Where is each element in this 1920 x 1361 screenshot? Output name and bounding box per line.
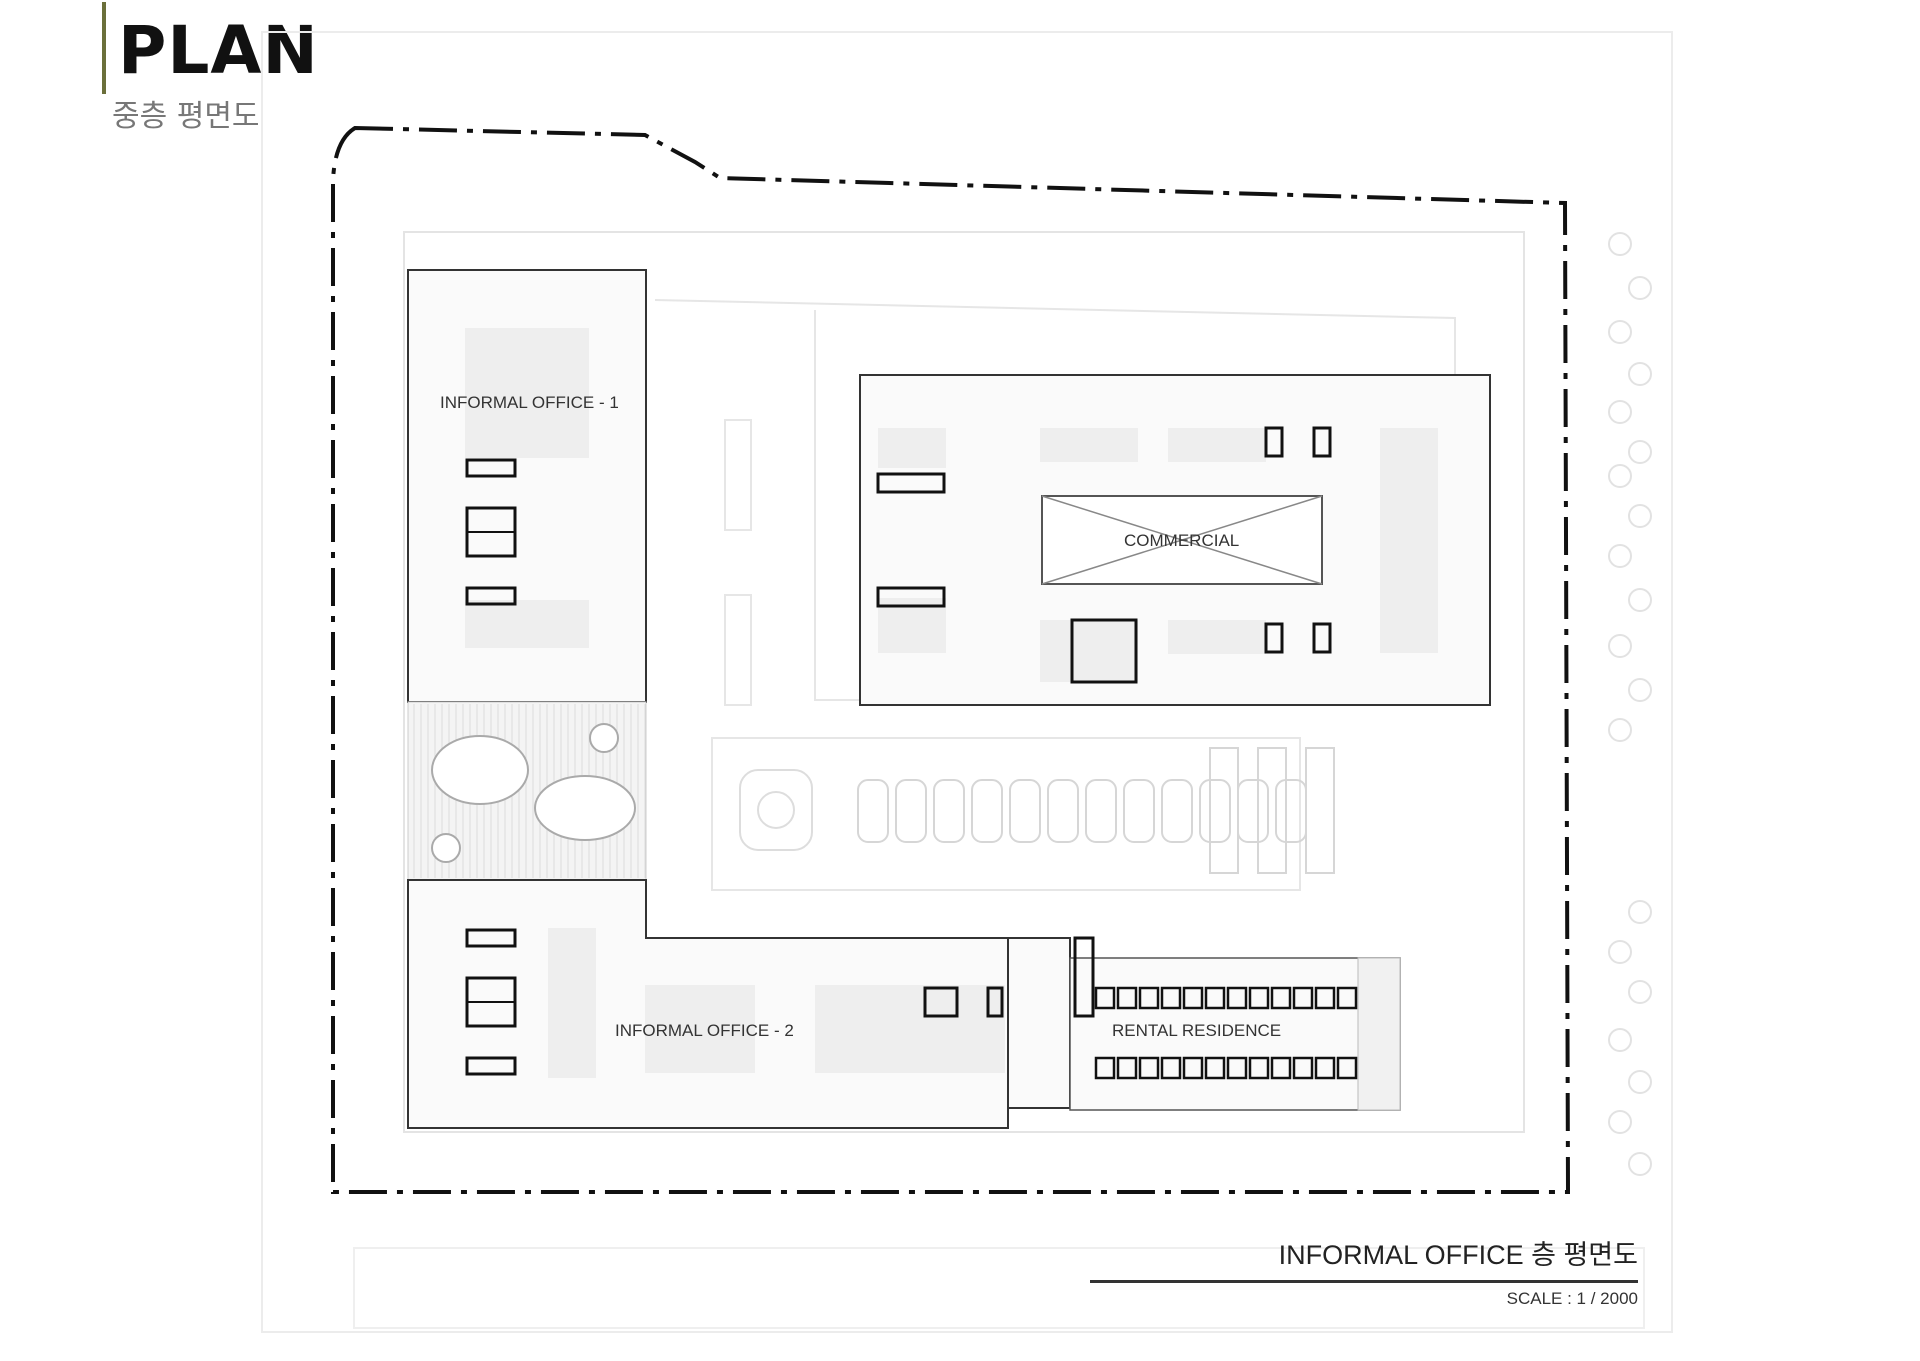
page-title: PLAN [118, 12, 319, 89]
planter-box [971, 779, 1003, 843]
tree-row [1608, 232, 1652, 1176]
atrium-void [1041, 495, 1323, 585]
office2-desk-group [465, 928, 1004, 1076]
residence-unit [1226, 1056, 1248, 1080]
planter-box [1085, 779, 1117, 843]
tree-symbol [1608, 400, 1632, 424]
planter-box [1199, 779, 1231, 843]
site-boundary [331, 125, 1571, 1194]
residence-unit [1094, 986, 1116, 1010]
residence-unit [1204, 986, 1226, 1010]
bench-strip [1257, 747, 1287, 874]
planter-shape [431, 735, 529, 805]
residence-unit [1116, 1056, 1138, 1080]
tree-symbol [1628, 1070, 1652, 1094]
tree-symbol [1628, 588, 1652, 612]
tree-symbol [1628, 678, 1652, 702]
residence-unit [1160, 1056, 1182, 1080]
planter-shape [534, 775, 636, 841]
residence-unit [1182, 986, 1204, 1010]
tree-symbol [1628, 362, 1652, 386]
tree-symbol [1608, 1110, 1632, 1134]
tree-symbol [1608, 1028, 1632, 1052]
residence-unit [1182, 1056, 1204, 1080]
drawing-scale: SCALE : 1 / 2000 [1506, 1289, 1638, 1308]
tree-symbol [1628, 900, 1652, 924]
landscape-strip [711, 419, 1335, 891]
planter-box [1123, 779, 1155, 843]
title-block-frame [353, 1247, 1645, 1329]
commercial-seating [876, 426, 1332, 684]
residence-unit [1336, 986, 1358, 1010]
planter-box [1237, 779, 1269, 843]
page-subtitle: 중층 평면도 [112, 99, 260, 134]
office2-label: INFORMAL OFFICE - 2 [615, 1021, 794, 1040]
courtyard-deck [407, 701, 647, 881]
tree-symbol [1628, 1152, 1652, 1176]
residence-unit [1248, 1056, 1270, 1080]
planter-box [1275, 779, 1307, 843]
planter-box [1161, 779, 1193, 843]
residence-unit [1270, 986, 1292, 1010]
residence-unit [1160, 986, 1182, 1010]
commercial-block: COMMERCIAL [859, 374, 1491, 706]
residence-unit [1116, 986, 1138, 1010]
office1-desk-group [465, 458, 517, 606]
tree-symbol [1608, 940, 1632, 964]
planter-box [933, 779, 965, 843]
tree-symbol [1628, 276, 1652, 300]
residence-unit [1314, 986, 1336, 1010]
tree-symbol [1608, 718, 1632, 742]
planter-box [857, 779, 889, 843]
bench-strip [724, 419, 752, 531]
tree-symbol [1608, 464, 1632, 488]
informal-office-1: INFORMAL OFFICE - 1 [407, 269, 647, 703]
tree-symbol [1608, 320, 1632, 344]
residence-unit [1292, 986, 1314, 1010]
residence-label: RENTAL RESIDENCE [1112, 1021, 1281, 1040]
title-accent-bar [102, 2, 106, 94]
bench-strip [1305, 747, 1335, 874]
inner-site-outline [403, 231, 1525, 1133]
caption-underline [1090, 1280, 1638, 1283]
planter-box [1047, 779, 1079, 843]
residence-unit [1204, 1056, 1226, 1080]
rental-residence: RENTAL RESIDENCE [1007, 936, 1401, 1111]
tree-symbol [1628, 440, 1652, 464]
sheet-frame [261, 31, 1673, 1333]
bench-strip [1209, 747, 1239, 874]
residence-unit [1314, 1056, 1336, 1080]
residence-unit [1292, 1056, 1314, 1080]
office1-label: INFORMAL OFFICE - 1 [440, 393, 619, 412]
drawing-caption: INFORMAL OFFICE 층 평면도 [1278, 1240, 1638, 1270]
tree-symbol [1628, 980, 1652, 1004]
residence-unit [1226, 986, 1248, 1010]
residence-unit [1270, 1056, 1292, 1080]
residence-unit [1336, 1056, 1358, 1080]
residence-unit [1094, 1056, 1116, 1080]
informal-office-2: INFORMAL OFFICE - 2 [407, 879, 1009, 1129]
planter-box [895, 779, 927, 843]
planter-box [1009, 779, 1041, 843]
tree-symbol [1608, 232, 1632, 256]
residence-unit [1138, 1056, 1160, 1080]
bench-strip [724, 594, 752, 706]
residence-unit [1138, 986, 1160, 1010]
tree-symbol [1628, 504, 1652, 528]
tree-symbol [1608, 544, 1632, 568]
access-road-lines [654, 299, 1456, 701]
residence-unit [1248, 986, 1270, 1010]
tree-symbol [1608, 634, 1632, 658]
commercial-label: COMMERCIAL [1124, 531, 1239, 550]
